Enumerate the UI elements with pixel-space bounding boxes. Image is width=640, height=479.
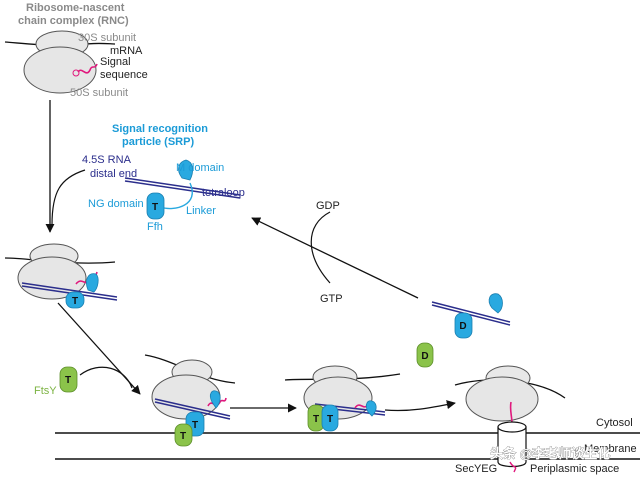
docking-srp-t-mark: T [327,414,333,425]
membrane-label: Membrane [584,443,637,455]
ftsy-gdp-bound: D [416,342,434,368]
rnc-nascent-chain [77,63,98,74]
m-domain-label: M domain [176,162,224,174]
srp-ng-domain [146,192,165,220]
rnc-title-line2: chain complex (RNC) [18,15,129,27]
ng-domain-label: NG domain [88,198,144,210]
ftsy-arrow-curve [79,366,133,389]
secyeg-channel [497,427,527,468]
ftsy-d-mark: D [421,351,428,362]
srp-ng-t-mark: T [152,202,158,213]
secyeg-label: SecYEG [455,463,497,475]
gdp-gtp-curve [310,211,331,284]
targeting-complex: T T [144,354,236,447]
rnc-50s [23,46,97,94]
subunit-30s-label: 30S subunit [78,32,136,44]
periplasmic-label: Periplasmic space [530,463,619,475]
tetraloop-label: tetraloop [202,187,245,199]
gdp-label: GDP [316,200,340,212]
arrow-recycle [251,217,419,299]
srp-free: T [124,159,241,220]
srp-rna-strand2 [124,180,241,199]
ftsy-label: FtsY [34,385,57,397]
rnc-ribosome [4,30,116,94]
targeting-srp-t-mark: T [192,420,198,431]
arrow-to-translocon [384,400,456,412]
srp-title-line1: Signal recognition [112,123,208,135]
linker-label: Linker [186,205,216,217]
srp-title-line2: particle (SRP) [122,136,194,148]
srp-arrow-curve [51,169,86,226]
rnc-srp-t-mark: T [72,296,78,307]
rnc-srp-complex: T [4,243,118,309]
rnc-title-line1: Ribosome-nascent [26,2,125,14]
srp-rna-strand1 [124,177,241,196]
docking-ftsy-t-mark: T [313,414,319,425]
rna-label-line2: distal end [90,168,137,180]
mrna-label: mRNA [110,45,143,57]
gtp-label: GTP [320,293,343,305]
cytosol-label: Cytosol [596,417,633,429]
rna-label-line1: 4.5S RNA [82,154,132,166]
targeting-ftsy-t-mark: T [180,431,186,442]
ffh-label: Ffh [147,221,163,233]
ftsy-t-mark: T [65,375,71,386]
ftsy-free: T [59,366,78,393]
srp-d-mark: D [459,321,466,332]
srp-gdp-bound: D [431,293,511,339]
srp-d-m-domain [488,293,503,314]
arrow-to-targeting [57,302,141,395]
signal-label-line1: Signal [100,56,131,68]
srp-d-ng-domain [454,312,473,339]
watermark-text: 头条 @李老师谈生化 [490,446,610,461]
docking-complex: T T [284,365,401,432]
signal-label-line2: sequence [100,69,148,81]
srp-linker [159,182,193,210]
subunit-50s-label: 50S subunit [70,87,128,99]
translocating-ribosome [454,365,566,473]
srp-m-domain [178,159,194,181]
